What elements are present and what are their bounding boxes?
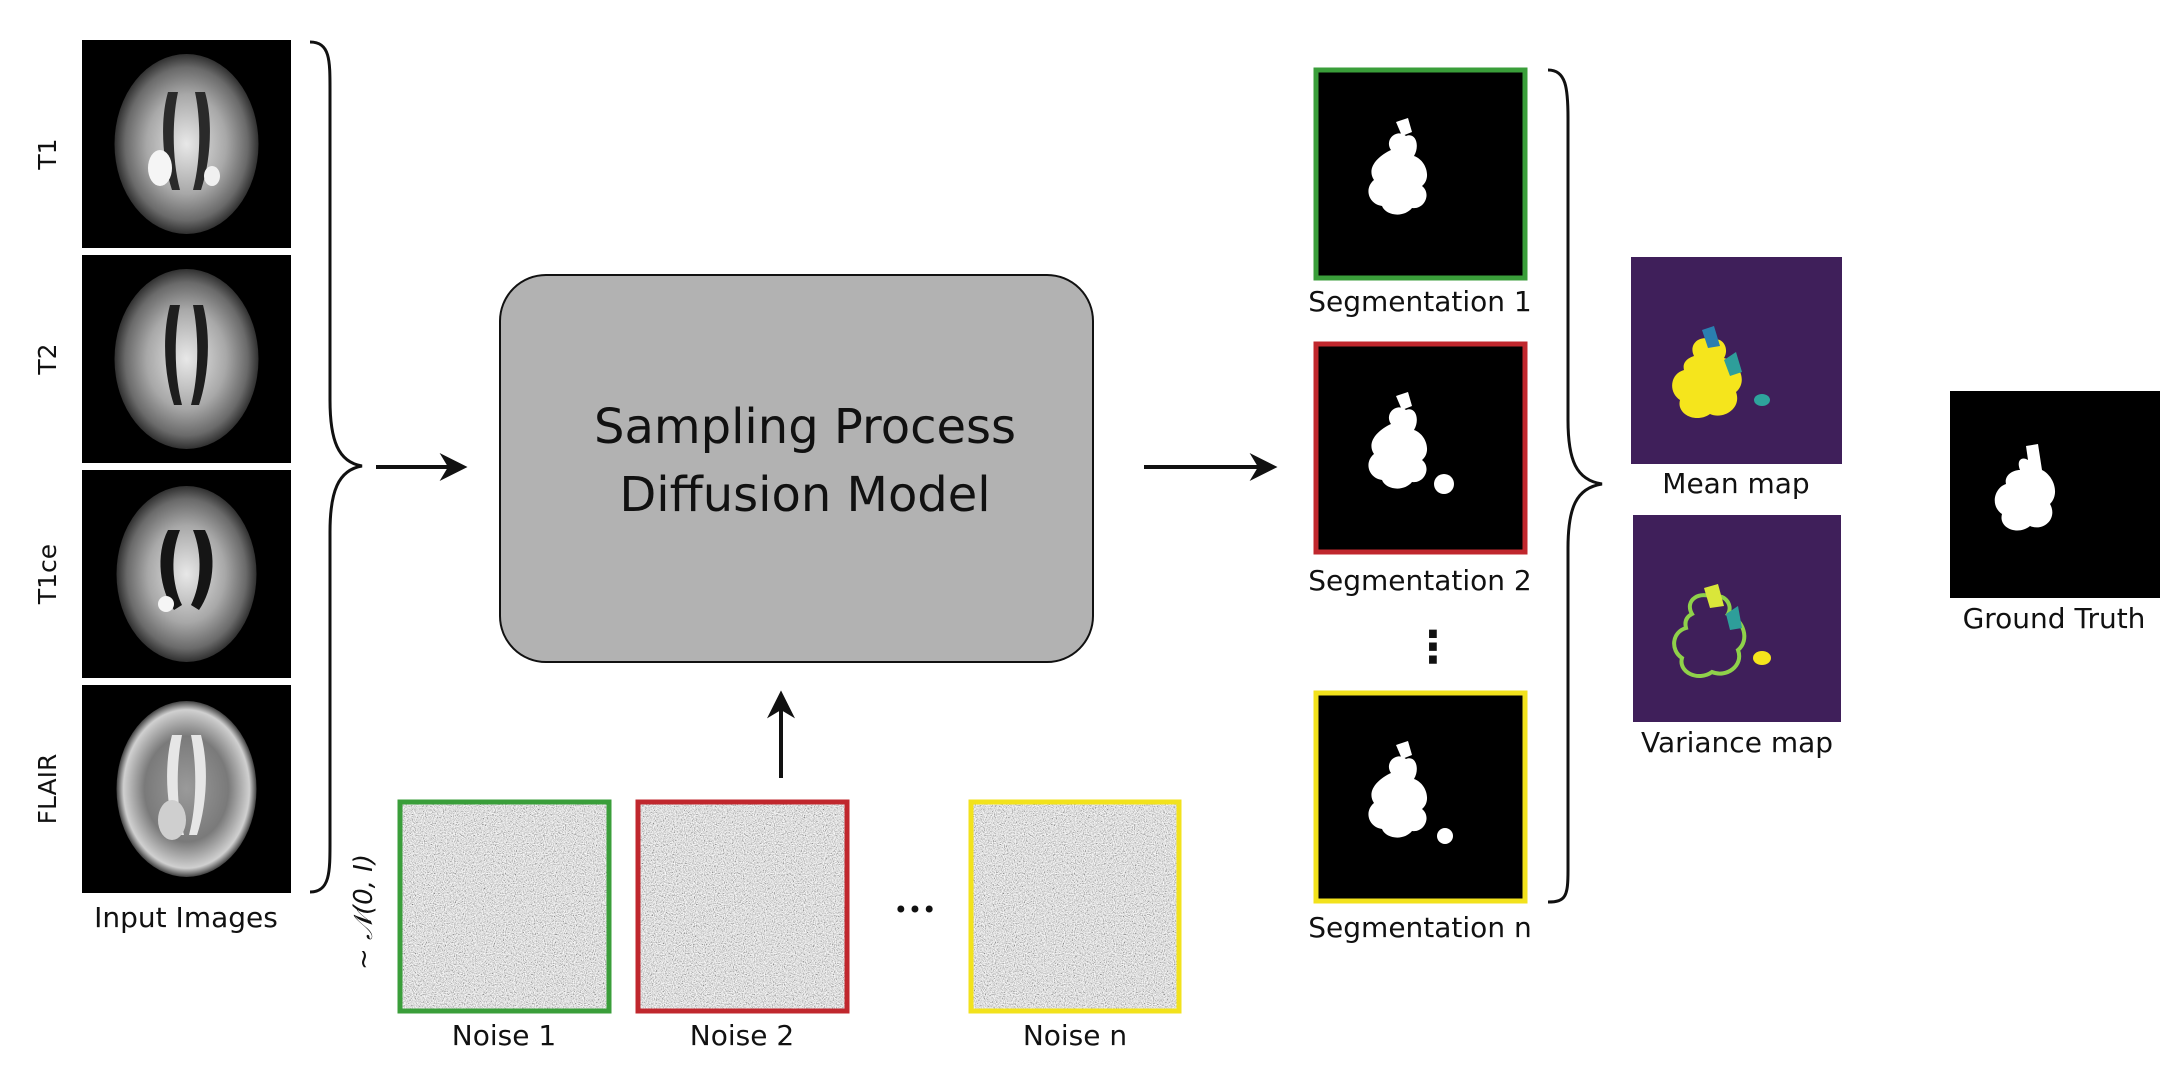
input-images-caption: Input Images: [94, 901, 278, 934]
mean-map: [1631, 257, 1842, 464]
noise-distribution-label: ~ 𝒩(0, I): [349, 854, 379, 970]
noise-label-2: Noise 2: [690, 1019, 794, 1052]
input-image-flair: [82, 685, 291, 893]
segmentation-label-1: Segmentation 1: [1308, 285, 1532, 318]
mean-map-label: Mean map: [1662, 467, 1809, 500]
input-brace: [309, 40, 363, 894]
segmentation-ellipsis: ⋮: [1411, 622, 1455, 673]
segmentation-image-1: [1313, 67, 1528, 281]
model-title-line1: Sampling Process: [594, 399, 1016, 455]
ground-truth-image: [1950, 391, 2160, 598]
noise-image-n: [968, 799, 1182, 1014]
modality-label-t1: T1: [33, 138, 62, 170]
segmentation-label-n: Segmentation n: [1308, 911, 1531, 944]
modality-label-flair: FLAIR: [33, 754, 62, 825]
ground-truth-label: Ground Truth: [1963, 602, 2146, 635]
segmentation-column: Segmentation 1 Segmentation 2 Segmentati…: [1308, 67, 1532, 944]
noise-ellipsis: •••: [894, 896, 936, 924]
modality-label-t1ce: T1ce: [33, 544, 62, 605]
input-image-t2: [82, 255, 291, 463]
segmentation-label-2: Segmentation 2: [1308, 564, 1532, 597]
segmentation-image-n: [1313, 690, 1528, 904]
diffusion-model-box: Sampling Process Diffusion Model: [499, 274, 1094, 663]
variance-map-label: Variance map: [1641, 726, 1833, 759]
segmentation-brace: [1547, 68, 1603, 904]
variance-map: [1633, 515, 1841, 722]
noise-image-1: [397, 799, 612, 1014]
modality-label-t2: T2: [33, 343, 62, 375]
input-image-t1: [82, 40, 291, 248]
noise-row: ~ 𝒩(0, I) ••• Noise 1 Noise 2 Noise n: [349, 799, 1182, 1052]
model-title-line2: Diffusion Model: [619, 467, 990, 523]
noise-label-n: Noise n: [1023, 1019, 1127, 1052]
input-images-column: T1 T2 T1ce FLAIR Input Images: [33, 40, 291, 934]
segmentation-image-2: [1313, 341, 1528, 555]
noise-image-2: [635, 799, 850, 1014]
noise-label-1: Noise 1: [452, 1019, 556, 1052]
input-image-t1ce: [82, 470, 291, 678]
